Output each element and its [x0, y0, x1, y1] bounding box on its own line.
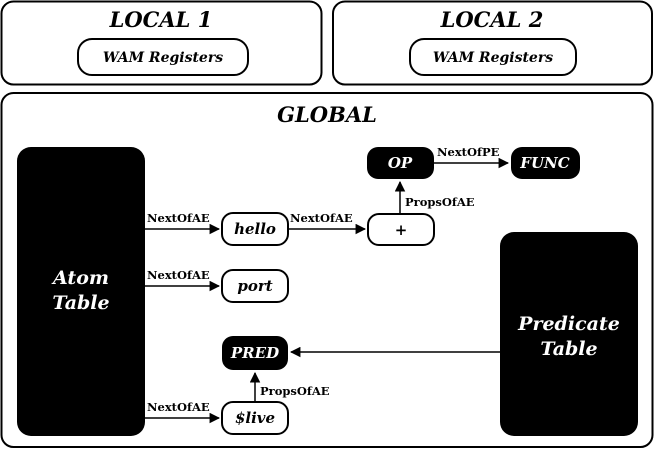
edge-label-atom-live: NextOfAE — [147, 400, 210, 414]
node-pred: PRED — [222, 336, 288, 370]
node-port-label: port — [237, 277, 272, 295]
edge-label-plus-op: PropsOfAE — [405, 195, 475, 209]
predicate-table-line2: Table — [540, 338, 597, 360]
predicate-table-line1: Predicate — [517, 313, 620, 335]
node-port: port — [221, 269, 289, 303]
local1-title: LOCAL 1 — [109, 7, 213, 32]
local2-registers-label: WAM Registers — [433, 50, 553, 66]
node-live: $live — [221, 401, 289, 435]
node-func: FUNC — [511, 147, 580, 179]
node-hello: hello — [221, 212, 289, 246]
local2-panel: LOCAL 2 WAM Registers — [332, 0, 653, 86]
node-live-label: $live — [235, 409, 275, 427]
local1-registers-box — [77, 38, 249, 76]
edge-label-hello-plus: NextOfAE — [290, 211, 353, 225]
global-panel: GLOBAL — [0, 92, 654, 448]
edge-label-atom-hello: NextOfAE — [147, 211, 210, 225]
node-hello-label: hello — [234, 220, 276, 238]
node-func-label: FUNC — [519, 154, 569, 172]
edge-label-live-pred: PropsOfAE — [260, 384, 330, 398]
node-plus-label: + — [395, 221, 408, 239]
node-op-label: OP — [388, 154, 413, 172]
predicate-table: Predicate Table — [500, 232, 638, 436]
atom-table: Atom Table — [17, 147, 145, 436]
local1-registers-label: WAM Registers — [103, 50, 223, 66]
edge-label-op-func: NextOfPE — [437, 145, 500, 159]
node-plus: + — [367, 213, 435, 246]
node-pred-label: PRED — [230, 344, 279, 362]
local2-title: LOCAL 2 — [440, 7, 544, 32]
node-op: OP — [367, 147, 434, 179]
atom-table-line2: Table — [52, 292, 109, 314]
edge-label-atom-port: NextOfAE — [147, 268, 210, 282]
local2-registers-box — [409, 38, 577, 76]
global-title: GLOBAL — [277, 102, 377, 127]
atom-table-line1: Atom — [51, 267, 109, 289]
local1-panel: LOCAL 1 WAM Registers — [0, 0, 323, 86]
